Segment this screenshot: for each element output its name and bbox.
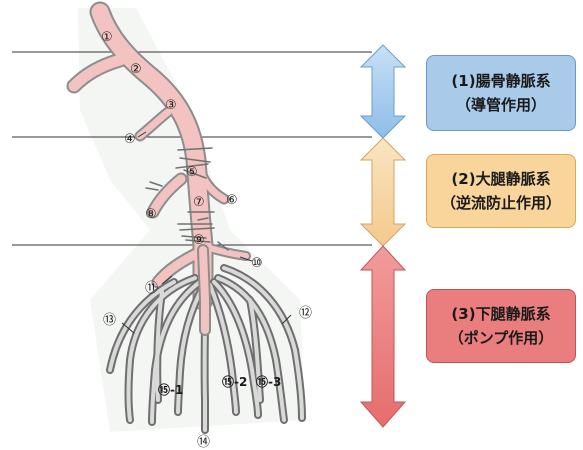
label-15-3: ⑮-3 (256, 374, 281, 389)
arrow-femoral (361, 138, 405, 246)
label-11: ⑪ (145, 281, 158, 296)
arrow-calf (361, 246, 405, 427)
label-9: ⑨ (193, 233, 205, 248)
label-8: ⑧ (145, 207, 157, 222)
iliac-system-title: (1)腸骨静脈系 (451, 69, 550, 93)
iliac-system-subtitle: （導管作用） (456, 93, 546, 117)
label-2: ② (130, 62, 142, 77)
label-1: ① (101, 30, 113, 45)
label-15-1: ⑮-1 (158, 382, 183, 397)
label-13: ⑬ (103, 313, 116, 328)
label-12: ⑫ (299, 306, 312, 321)
label-10: ⑩ (251, 256, 263, 271)
arrow-iliac (361, 45, 405, 138)
calf-system-title: (3)下腿静脈系 (451, 302, 550, 326)
label-5: ⑤ (186, 165, 198, 180)
femoral-system-subtitle: （逆流防止作用） (441, 191, 561, 215)
label-7: ⑦ (193, 195, 205, 210)
label-14: ⑭ (197, 435, 210, 450)
femoral-system-box: (2)大腿静脈系 （逆流防止作用） (426, 154, 576, 228)
label-4: ④ (124, 132, 136, 147)
calf-system-subtitle: （ポンプ作用） (449, 326, 554, 350)
label-3: ③ (165, 98, 177, 113)
femoral-system-title: (2)大腿静脈系 (451, 167, 550, 191)
calf-system-box: (3)下腿静脈系 （ポンプ作用） (426, 289, 576, 363)
iliac-system-box: (1)腸骨静脈系 （導管作用） (426, 55, 576, 131)
label-6: ⑥ (226, 193, 238, 208)
label-15-2: ⑮-2 (222, 374, 247, 389)
